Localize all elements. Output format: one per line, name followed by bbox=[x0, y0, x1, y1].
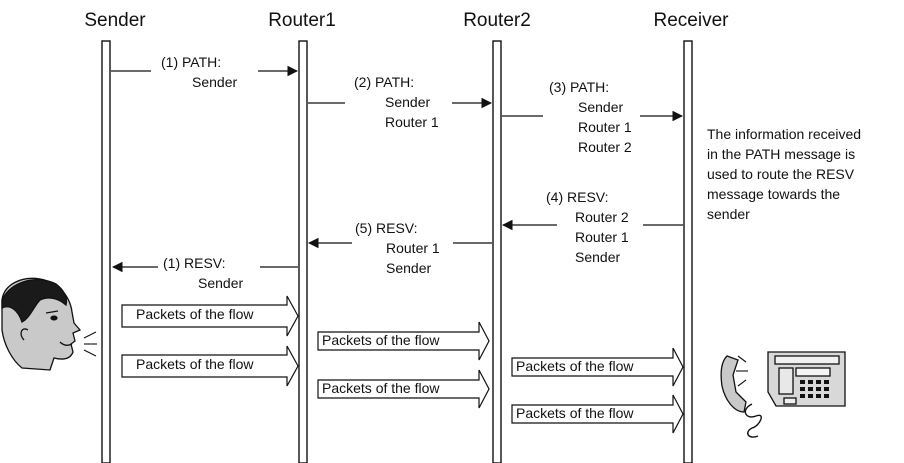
resv-message-4-line: Router 2 bbox=[575, 209, 629, 225]
resv-message-5: (5) RESV: Router 1 Sender bbox=[355, 218, 440, 278]
column-header-router2: Router2 bbox=[463, 10, 531, 31]
resv-message-1-label: (1) RESV: bbox=[163, 255, 226, 271]
resv-message-5-line: Router 1 bbox=[386, 240, 440, 256]
path-message-3-line: Router 2 bbox=[578, 139, 632, 155]
path-message-1-label: (1) PATH: bbox=[161, 54, 222, 70]
column-header-receiver: Receiver bbox=[653, 10, 729, 31]
note-line: The information received bbox=[707, 126, 862, 142]
telephone-icon bbox=[720, 351, 846, 438]
resv-message-4-line: Sender bbox=[575, 249, 621, 265]
resv-message-1-line: Sender bbox=[198, 275, 244, 291]
resv-message-5-line: Sender bbox=[386, 260, 432, 276]
resv-message-4: (4) RESV: Router 2 Router 1 Sender bbox=[546, 187, 629, 267]
note-line: sender bbox=[707, 206, 750, 222]
path-message-1: (1) PATH: Sender bbox=[161, 52, 237, 92]
note-line: used to route the RESV bbox=[707, 166, 855, 182]
packet-arrow-router1-2 bbox=[317, 369, 490, 409]
resv-message-1: (1) RESV: Sender bbox=[163, 253, 243, 293]
packet-label: Packets of the flow bbox=[136, 306, 254, 322]
path-message-3-line: Router 1 bbox=[578, 119, 632, 135]
column-header-sender: Sender bbox=[84, 10, 146, 31]
packet-arrow-sender-2 bbox=[121, 345, 299, 387]
lifeline-sender bbox=[101, 40, 111, 463]
resv-message-4-line: Router 1 bbox=[575, 229, 629, 245]
column-header-router1: Router1 bbox=[268, 10, 336, 31]
path-message-2: (2) PATH: Sender Router 1 bbox=[354, 72, 439, 132]
note-line: message towards the bbox=[707, 186, 841, 202]
person-talking-icon bbox=[1, 277, 97, 371]
packet-arrow-router2-1 bbox=[511, 347, 684, 387]
packet-label: Packets of the flow bbox=[322, 380, 440, 396]
note-line: in the PATH message is bbox=[707, 146, 856, 162]
path-message-3-label: (3) PATH: bbox=[549, 79, 610, 95]
packet-label: Packets of the flow bbox=[322, 332, 440, 348]
lifeline-router2 bbox=[492, 40, 502, 463]
path-message-2-line: Router 1 bbox=[385, 114, 439, 130]
path-message-3-line: Sender bbox=[578, 99, 624, 115]
resv-message-4-label: (4) RESV: bbox=[546, 189, 609, 205]
lifeline-router1 bbox=[298, 40, 308, 463]
packet-arrow-router1-1 bbox=[317, 321, 490, 361]
packet-label: Packets of the flow bbox=[516, 358, 634, 374]
resv-message-5-label: (5) RESV: bbox=[355, 220, 418, 236]
packet-label: Packets of the flow bbox=[516, 405, 634, 421]
path-message-3: (3) PATH: Sender Router 1 Router 2 bbox=[549, 77, 632, 157]
packet-label: Packets of the flow bbox=[136, 356, 254, 372]
explanation-note: The information received in the PATH mes… bbox=[707, 124, 861, 224]
path-message-2-line: Sender bbox=[385, 94, 431, 110]
packet-arrow-router2-2 bbox=[511, 394, 684, 434]
path-message-1-line: Sender bbox=[192, 74, 238, 90]
path-message-2-label: (2) PATH: bbox=[354, 74, 415, 90]
lifeline-receiver bbox=[683, 40, 693, 463]
packet-arrow-sender-1 bbox=[121, 295, 299, 337]
